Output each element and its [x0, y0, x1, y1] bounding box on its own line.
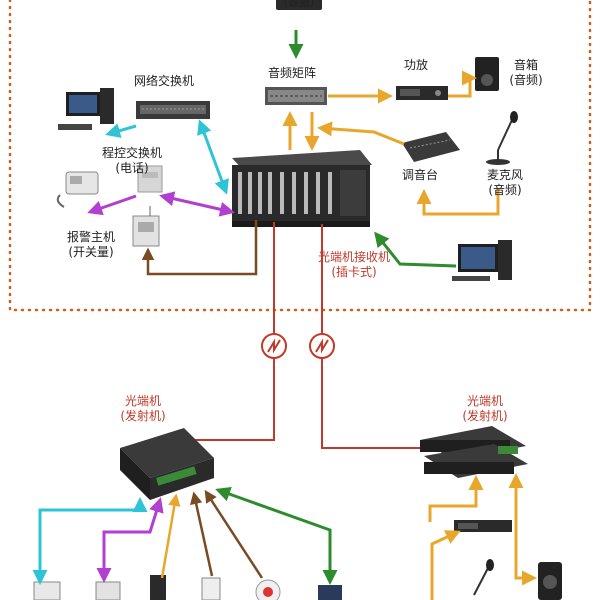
alarm-link — [204, 489, 264, 579]
phone-link — [87, 194, 137, 216]
fiber-symbol-left — [261, 333, 287, 359]
audio-link — [160, 493, 181, 579]
phone-link — [96, 497, 164, 583]
label-microphone-title: 麦克风 — [486, 168, 523, 182]
audio-link — [416, 188, 500, 216]
fiber-symbol-right — [309, 333, 335, 359]
speaker-icon — [475, 57, 499, 91]
label-transmitter-right-sub: (发射机) — [462, 409, 508, 423]
phone-icon — [56, 171, 99, 208]
phone-link — [159, 191, 235, 217]
bottom-device-phone-icon — [95, 581, 121, 600]
audio-link — [428, 475, 484, 522]
label-pbx-sub: (电话) — [115, 161, 149, 175]
label-transmitter-left-title: 光端机 — [124, 394, 161, 408]
bottom-device-detector-icon — [201, 577, 221, 600]
video-link — [215, 486, 338, 585]
label-alarm-host: 报警主机 (开关量) — [56, 230, 126, 260]
label-transmitter-right-title: 光端机 — [466, 394, 503, 408]
label-alarm-host-sub: (开关量) — [68, 245, 114, 259]
audio-link — [448, 70, 477, 98]
label-receiver-title: 光端机接收机 — [317, 250, 390, 264]
keyboard-controller-icon — [276, 0, 322, 10]
audio-link — [317, 121, 405, 146]
network-link — [105, 123, 137, 138]
alarm-link — [190, 491, 214, 577]
amplifier-icon — [396, 86, 448, 100]
bottom-device-alarm-button-icon — [255, 579, 281, 600]
label-transmitter-right: 光端机 (发射机) — [452, 394, 518, 424]
label-mixer: 调音台 — [402, 168, 439, 182]
label-pbx: 程控交换机 (电话) — [88, 146, 176, 176]
mixer-icon — [402, 132, 460, 162]
optical-transmitter-right-icon — [420, 426, 528, 478]
bottom-device-computer-icon — [33, 581, 61, 600]
label-pbx-title: 程控交换机 — [101, 146, 162, 160]
network-switch-icon — [136, 101, 210, 119]
label-speaker: 音箱 (音频) — [504, 58, 548, 88]
label-keyboard: (数据) — [283, 0, 315, 9]
bottom-device-box-icon — [318, 585, 342, 600]
bottom-device-switch-panel-icon — [150, 575, 166, 600]
label-transmitter-left-sub: (发射机) — [120, 409, 166, 423]
label-microphone: 麦克风 (音频) — [478, 168, 532, 198]
alarm-link — [141, 220, 258, 276]
label-network-switch: 网络交换机 — [134, 74, 195, 88]
label-microphone-sub: (音频) — [488, 183, 522, 197]
label-receiver: 光端机接收机 (插卡式) — [304, 250, 404, 280]
label-speaker-sub: (音频) — [509, 73, 543, 87]
fiber-line-left — [188, 222, 275, 441]
optical-transmitter-left-icon — [120, 428, 214, 500]
computer-icon-right — [452, 240, 512, 281]
fiber-line-right — [321, 224, 420, 449]
label-transmitter-left: 光端机 (发射机) — [110, 394, 176, 424]
alarm-host-icon — [132, 206, 160, 247]
optical-receiver-rack-icon — [232, 150, 372, 227]
label-audio-matrix: 音频矩阵 — [268, 66, 317, 80]
microphone-icon — [486, 111, 518, 165]
video-link — [374, 231, 457, 268]
amplifier-small-icon — [454, 520, 512, 532]
label-amplifier: 功放 — [404, 58, 429, 72]
microphone-bottom-icon — [473, 559, 494, 596]
network-link — [32, 497, 148, 585]
pbx-icon — [137, 165, 163, 193]
label-receiver-sub: (插卡式) — [331, 265, 377, 279]
computer-icon-left — [58, 88, 114, 130]
audio-matrix-icon — [265, 87, 327, 105]
audio-link — [508, 473, 537, 586]
network-link — [197, 119, 229, 195]
speaker-bottom-icon — [538, 562, 562, 600]
label-alarm-host-title: 报警主机 — [66, 230, 115, 244]
audio-link — [430, 530, 461, 600]
label-speaker-title: 音箱 — [513, 58, 538, 72]
